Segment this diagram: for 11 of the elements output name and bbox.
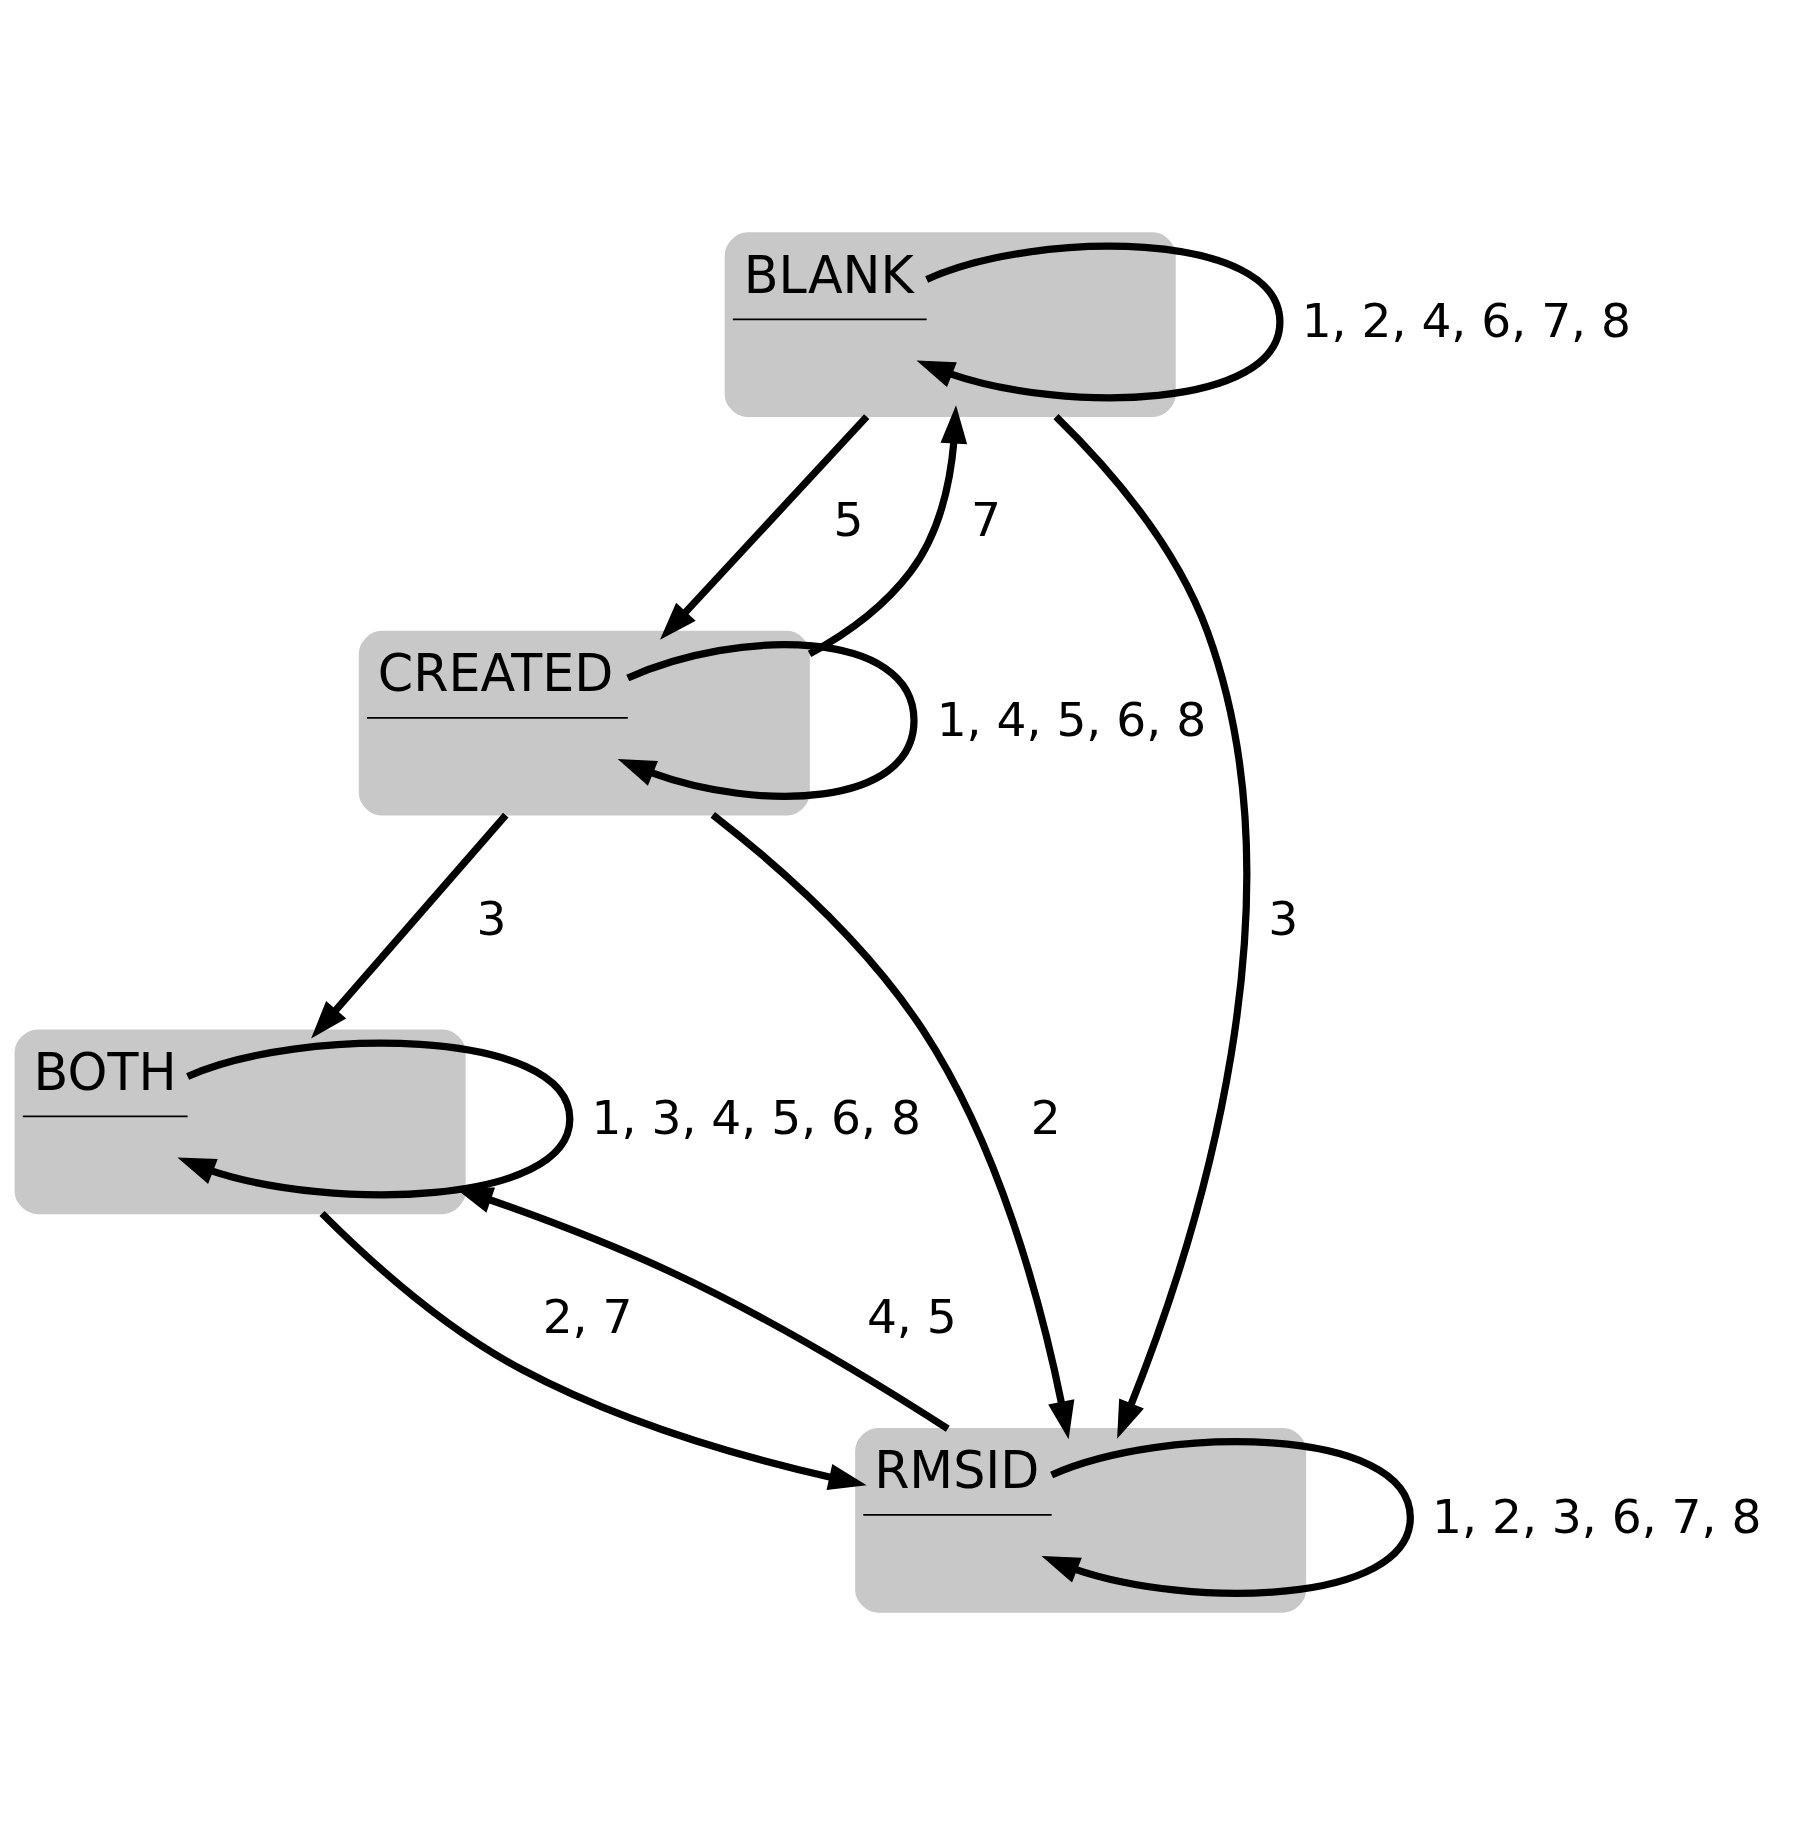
edge-label: 3 bbox=[1268, 890, 1299, 946]
edge-label: 1, 3, 4, 5, 6, 8 bbox=[591, 1090, 921, 1146]
edge-label: 2 bbox=[1030, 1090, 1061, 1146]
edge-label: 1, 4, 5, 6, 8 bbox=[936, 691, 1207, 747]
edge-label: 5 bbox=[833, 492, 864, 548]
edge-label: 3 bbox=[476, 890, 507, 946]
edge-label: 4, 5 bbox=[866, 1289, 957, 1345]
edge-label: 7 bbox=[971, 492, 1002, 548]
edge-label: 2, 7 bbox=[542, 1289, 633, 1345]
edge-label: 1, 2, 3, 6, 7, 8 bbox=[1432, 1488, 1762, 1544]
edge-label: 1, 2, 4, 6, 7, 8 bbox=[1301, 293, 1632, 349]
